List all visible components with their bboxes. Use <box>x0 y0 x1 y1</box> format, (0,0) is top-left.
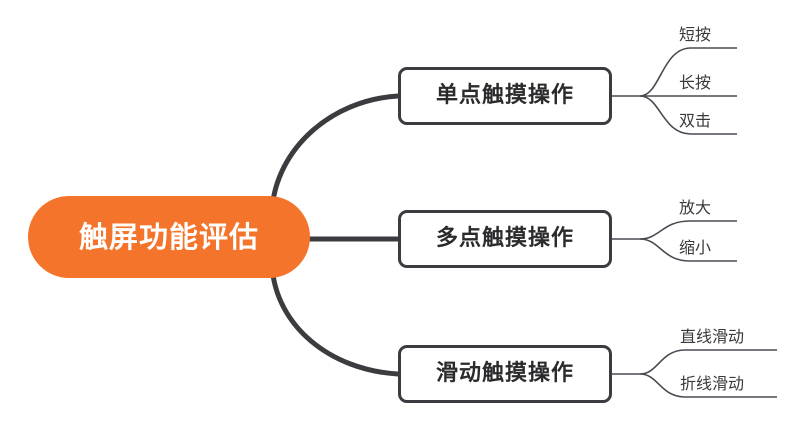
connector-root-to-branch-1 <box>269 93 401 213</box>
connector-root-to-branch-3 <box>269 263 401 377</box>
connector-branch-2-leaf-1 <box>639 220 737 240</box>
leaf-node-long-press[interactable]: 长按 <box>679 73 712 92</box>
branch-node-multi-touch[interactable]: 多点触摸操作 <box>398 210 612 268</box>
leaf-node-zoom-in[interactable]: 放大 <box>679 198 712 217</box>
root-node[interactable]: 触屏功能评估 <box>28 196 310 278</box>
branch-node-label: 单点触摸操作 <box>435 83 574 108</box>
root-node-label: 触屏功能评估 <box>78 219 259 254</box>
leaf-node-short-press[interactable]: 短按 <box>679 25 712 44</box>
connector-branch-3-leaf-1 <box>639 349 777 375</box>
branch-node-slide-touch[interactable]: 滑动触摸操作 <box>398 345 612 403</box>
leaf-node-polyline-slide[interactable]: 折线滑动 <box>680 374 745 393</box>
branch-node-single-touch[interactable]: 单点触摸操作 <box>398 67 612 125</box>
branch-node-label: 滑动触摸操作 <box>435 361 574 386</box>
branch-node-label: 多点触摸操作 <box>435 226 574 251</box>
leaf-node-double-tap[interactable]: 双击 <box>679 111 712 130</box>
leaf-node-straight-slide[interactable]: 直线滑动 <box>680 327 745 346</box>
leaf-node-zoom-out[interactable]: 缩小 <box>679 238 712 257</box>
